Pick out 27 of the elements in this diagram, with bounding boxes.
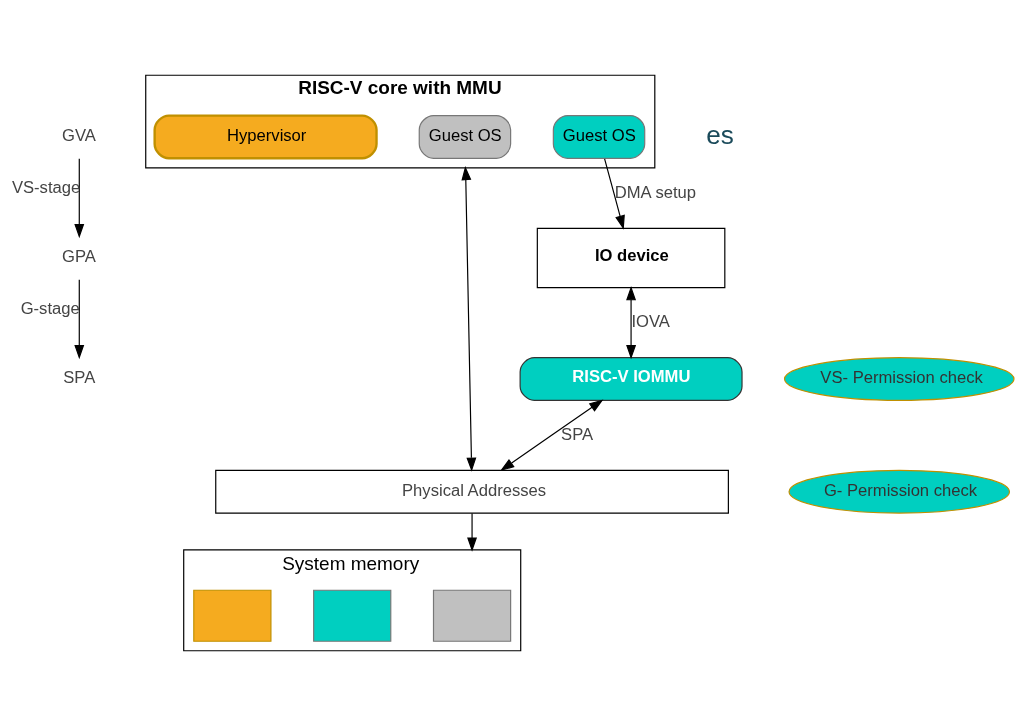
node-ellipse: VS- Permission check xyxy=(783,357,1015,401)
arrow xyxy=(467,512,478,552)
edge-label: DMA setup xyxy=(614,182,697,202)
node-ellipse: G- Permission check xyxy=(788,469,1011,514)
node-box: Guest OS xyxy=(418,115,512,159)
node-box: RISC-V IOMMU xyxy=(519,357,743,401)
node-box: IO device xyxy=(536,227,726,289)
arrow xyxy=(74,158,85,239)
edge-label: SPA xyxy=(561,424,594,444)
arrow xyxy=(604,158,625,230)
node-box: Hypervisor xyxy=(153,114,378,160)
edge-label: IOVA xyxy=(631,312,670,332)
node-text: GPA xyxy=(62,247,96,267)
arrow xyxy=(74,279,85,360)
arrow xyxy=(461,166,477,472)
node-box xyxy=(193,589,272,642)
node-box xyxy=(313,589,392,642)
arrow xyxy=(500,399,604,472)
node-text: GVA xyxy=(62,126,96,146)
node-text: SPA xyxy=(63,368,96,388)
arrow xyxy=(626,286,637,360)
label: es xyxy=(706,119,734,150)
node-box: Guest OS xyxy=(552,115,646,159)
edge-label: G-stage xyxy=(20,298,80,318)
cluster: System memory xyxy=(183,549,522,652)
node-box xyxy=(432,589,512,642)
node-box: Physical Addresses xyxy=(215,469,729,514)
